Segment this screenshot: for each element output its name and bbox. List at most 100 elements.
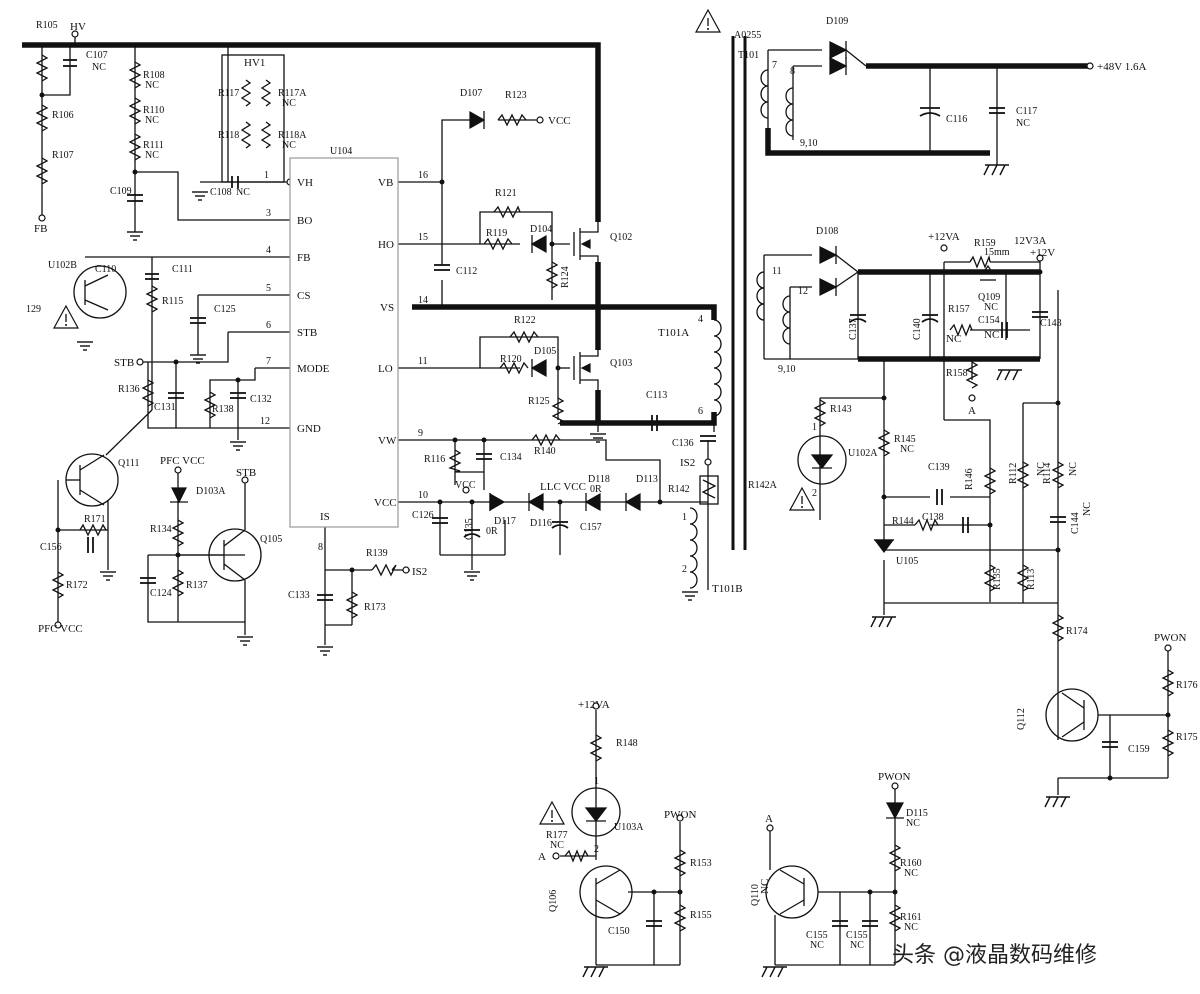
svg-text:FB: FB [297,252,310,264]
svg-text:NC: NC [1082,502,1093,516]
net-fb: FB [34,223,47,235]
svg-text:C113: C113 [646,390,667,401]
svg-text:NC: NC [236,187,250,198]
svg-text:1: 1 [812,422,817,433]
svg-text:C143: C143 [1040,318,1062,329]
net-a: A [538,851,546,863]
net-pwon: PWON [664,809,696,821]
svg-text:NC: NC [282,98,296,109]
svg-text:NC: NC [145,80,159,91]
svg-text:Q109: Q109 [978,292,1000,303]
net-a: A [968,405,976,417]
net-vcc: VCC [548,115,571,127]
net-12v3a: 12V3A [1014,235,1046,247]
watermark-text: 头条 @液晶数码维修 [892,943,1097,968]
svg-text:C139: C139 [928,462,950,473]
svg-text:NC: NC [984,329,999,341]
svg-text:R142A: R142A [748,480,778,491]
svg-text:5: 5 [266,283,271,294]
svg-text:4: 4 [266,245,271,256]
warning-icon [694,8,722,33]
svg-text:R111: R111 [143,140,164,151]
net-vcc: VCC [455,480,476,491]
svg-text:1: 1 [682,512,687,523]
svg-text:R114: R114 [1042,463,1053,484]
svg-text:R159: R159 [974,238,996,249]
svg-text:R108: R108 [143,70,165,81]
svg-text:VB: VB [378,177,393,189]
svg-text:C156: C156 [40,542,62,553]
svg-text:R138: R138 [212,404,234,415]
svg-text:C155: C155 [806,930,828,941]
svg-text:R123: R123 [505,90,527,101]
svg-text:4: 4 [698,314,703,325]
svg-text:0R: 0R [590,484,602,495]
svg-text:2: 2 [812,488,817,499]
svg-text:Q111: Q111 [118,458,139,469]
svg-text:R148: R148 [616,738,638,749]
net-48v: +48V 1.6A [1097,61,1146,73]
svg-text:2: 2 [594,844,599,855]
svg-text:U105: U105 [896,556,918,567]
svg-text:R173: R173 [364,602,386,613]
label-129: 129 [26,304,41,315]
svg-text:CS: CS [297,290,310,302]
svg-text:R115: R115 [162,296,183,307]
svg-text:C117: C117 [1016,106,1037,117]
svg-text:R135: R135 [992,568,1003,590]
svg-text:NC: NC [282,140,296,151]
svg-text:Q112: Q112 [1016,708,1027,730]
warning-icon [788,486,816,511]
svg-text:8: 8 [790,66,795,77]
svg-text:R175: R175 [1176,732,1198,743]
net-12v: +12V [1030,247,1055,259]
ground-symbols [77,164,1070,978]
net-hv1: HV1 [244,57,265,69]
svg-text:C108: C108 [210,187,232,198]
svg-text:R113: R113 [1026,569,1037,590]
svg-text:C133: C133 [288,590,310,601]
svg-text:NC: NC [946,333,961,345]
svg-text:R107: R107 [52,150,74,161]
net-pfc-vcc: PFC VCC [160,455,205,467]
svg-text:C132: C132 [250,394,272,405]
svg-text:R105: R105 [36,20,58,31]
net-llc-vcc: LLC VCC [540,481,586,493]
svg-text:9,10: 9,10 [800,138,818,149]
svg-text:C126: C126 [412,510,434,521]
svg-text:C154: C154 [978,315,1000,326]
svg-text:T101: T101 [738,50,759,61]
component-labels: R105 C107 NC R106 R107 R108 NC R110 NC R… [36,16,1198,951]
svg-text:D113: D113 [636,474,658,485]
svg-text:11: 11 [772,266,782,277]
svg-text:9: 9 [418,428,423,439]
svg-text:C157: C157 [580,522,602,533]
svg-text:R125: R125 [528,396,550,407]
svg-text:D103A: D103A [196,486,226,497]
ic-pins-right: 16 VB 15 HO 14 VS 11 LO 9 VW 10 VCC [374,170,428,509]
net-12va: +12VA [928,231,960,243]
svg-text:HO: HO [378,239,394,251]
svg-text:NC: NC [145,115,159,126]
svg-text:STB: STB [297,327,317,339]
svg-text:C144: C144 [1070,512,1081,534]
svg-text:R121: R121 [495,188,517,199]
svg-text:R120: R120 [500,354,522,365]
svg-text:T101A: T101A [658,327,689,339]
svg-text:14: 14 [418,295,428,306]
svg-text:D109: D109 [826,16,848,27]
svg-text:NC: NC [984,302,998,313]
svg-text:C110: C110 [95,264,116,275]
svg-text:R117A: R117A [278,88,307,99]
svg-text:R118: R118 [218,130,239,141]
svg-text:C124: C124 [150,588,172,599]
svg-text:NC: NC [1036,462,1047,476]
svg-text:R117: R117 [218,88,239,99]
svg-text:C137: C137 [848,318,859,340]
svg-text:BO: BO [297,215,312,227]
svg-text:D104: D104 [530,224,552,235]
svg-text:LO: LO [378,363,393,375]
svg-text:D115: D115 [906,808,928,819]
svg-text:R110: R110 [143,105,164,116]
